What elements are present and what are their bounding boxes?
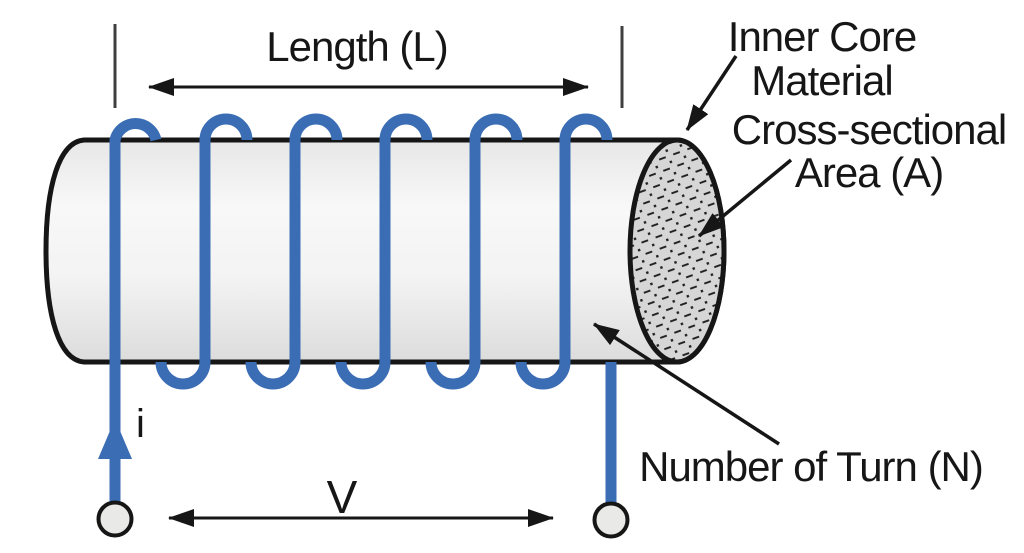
- terminal-left: [96, 500, 134, 538]
- coil-turn: [335, 113, 433, 390]
- inner-core-label: Inner Core Material: [727, 13, 917, 104]
- cross-section-label-line2: Area (A): [794, 149, 944, 196]
- inner-core-arrow: [685, 55, 738, 131]
- length-label: Length (L): [266, 23, 448, 70]
- inner-core-label-line1: Inner Core: [727, 13, 917, 60]
- coil-turn: [155, 113, 253, 390]
- terminal-right: [592, 501, 630, 539]
- core-face-ellipse: [627, 137, 727, 365]
- inner-core-label-line2: Material: [751, 57, 893, 104]
- cross-section-label: Cross-sectional Area (A): [731, 106, 1007, 196]
- current-label: i: [136, 402, 145, 446]
- voltage-label: V: [326, 471, 358, 523]
- coil-wire: [109, 113, 617, 505]
- cross-section-label-line1: Cross-sectional: [731, 106, 1007, 153]
- coil-turn: [515, 113, 613, 390]
- coil-turn: [245, 113, 343, 390]
- coil-turn: [109, 118, 162, 503]
- turns-label: Number of Turn (N): [639, 443, 984, 490]
- cross-section-arrow: [697, 158, 793, 238]
- coil-turn: [425, 113, 523, 390]
- current-arrow-icon: [98, 419, 132, 459]
- turns-arrow: [593, 322, 780, 446]
